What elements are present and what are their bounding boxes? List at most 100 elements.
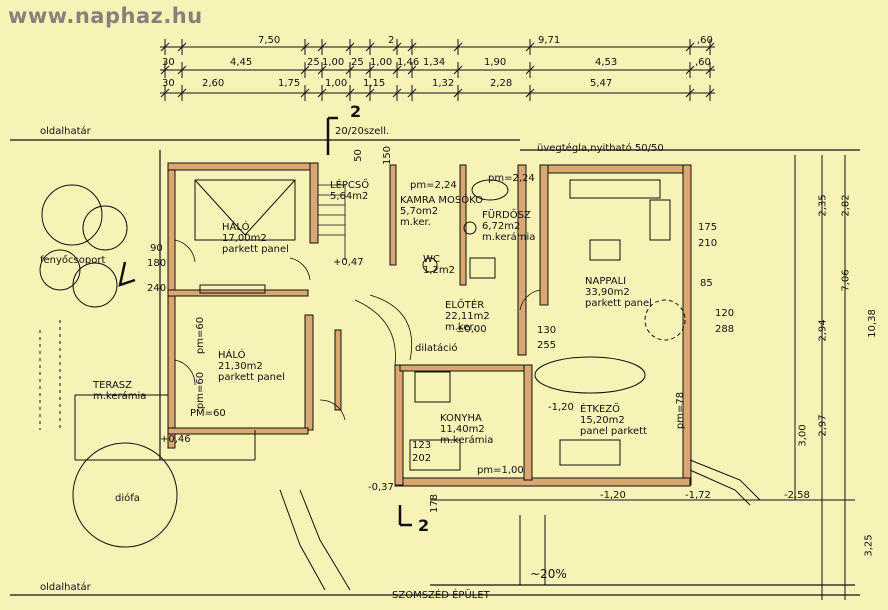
dim-row3-2: 2,60 — [202, 78, 225, 89]
room-terasz: TERASZ m.kerámia — [93, 380, 146, 402]
misc-22: 150 — [382, 145, 394, 166]
room-area: 5,64m2 — [330, 191, 369, 202]
dim-row2-1: 30 — [162, 57, 175, 68]
room-area: 1,2m2 — [423, 265, 456, 276]
label-oldalhatar-bottom: oldalhatár — [40, 582, 91, 593]
label-section-2-bottom: 2 — [418, 516, 430, 535]
misc-16: 180 — [147, 258, 167, 269]
dim-row2-6: 1,00 — [370, 57, 393, 68]
room-name: NAPPALI — [585, 276, 627, 287]
misc-9: 210 — [698, 238, 718, 249]
room-name: TERASZ — [93, 380, 133, 391]
dim-row3-4: 1,00 — [325, 78, 348, 89]
dim-row1-2: 2 — [388, 35, 395, 46]
label-dilatacio: dilatáció — [415, 343, 458, 354]
dim-row1-4: ,60 — [697, 35, 713, 46]
label-uvegfegla: üvegtégla,nyitható 50/50 — [537, 143, 664, 154]
dim-row3-8: 5,47 — [590, 78, 613, 89]
level-7: -1,20 — [600, 490, 626, 501]
dim-right-4: 2,94 — [817, 319, 829, 342]
terrace — [74, 394, 855, 591]
room-halo-1: HÁLÓ 17,00m2 parkett panel — [222, 222, 289, 255]
level-1: +0,47 — [333, 257, 364, 268]
label-slope: ~20% — [530, 567, 567, 581]
misc-17: 240 — [147, 283, 167, 294]
level-8: -1,20 — [548, 402, 574, 413]
label-fenyocsoport: fenyőcsoport — [40, 255, 106, 266]
level-6: -1,72 — [685, 490, 711, 501]
misc-15: 90 — [150, 243, 163, 254]
dim-row1-1: 7,50 — [258, 35, 281, 46]
dim-row1-3: 9,71 — [538, 35, 561, 46]
room-name: KAMRA MOSÓKO — [400, 195, 484, 206]
misc-14: 255 — [537, 340, 557, 351]
dim-row2-4: 1,00 — [322, 57, 345, 68]
doors — [174, 239, 541, 421]
dim-right-8: 3,25 — [863, 534, 875, 557]
room-wc: WC 1,2m2 — [423, 254, 455, 276]
dim-row2-9: 1,90 — [484, 57, 507, 68]
label-szomszed: SZOMSZÉD ÉPÜLET — [392, 590, 490, 601]
room-floor: m.kerámia — [482, 232, 536, 243]
room-area: 6,72m2 — [482, 221, 521, 232]
misc-13: 130 — [537, 325, 557, 336]
misc-18: 123 — [412, 440, 432, 451]
room-area: 11,40m2 — [440, 424, 485, 435]
dim-row2-8: 1,34 — [423, 57, 446, 68]
misc-4: pm=60 — [195, 316, 207, 355]
dim-right-1: 2,35 — [817, 194, 829, 217]
room-name: ÉTKEZŐ — [580, 404, 621, 415]
room-nappali: NAPPALI 33,90m2 parkett panel — [585, 276, 652, 309]
room-name: KONYHA — [440, 413, 482, 424]
room-area: 5,7om2 — [400, 206, 439, 217]
level-5: -2,58 — [784, 490, 810, 501]
dim-row2-11: ,60 — [695, 57, 711, 68]
misc-19: 202 — [412, 453, 432, 464]
watermark: www.naphaz.hu — [8, 4, 203, 28]
dim-row2-10: 4,53 — [595, 57, 618, 68]
dim-right-7: 10,38 — [866, 309, 878, 338]
room-floor: parkett panel — [218, 372, 285, 383]
dim-right-2: 2,82 — [840, 194, 852, 217]
label-diofa: dió​fa — [115, 493, 140, 504]
label-oldalhatar-top: oldalhatár — [40, 126, 91, 137]
dim-row3-6: 1,32 — [432, 78, 455, 89]
dim-right-5: 2,97 — [817, 414, 829, 437]
level-4: +0,46 — [160, 434, 191, 445]
dim-row2-2: 4,45 — [230, 57, 253, 68]
section-marks — [118, 116, 412, 527]
room-lepcso: LÉPCSŐ 5,64m2 — [330, 180, 369, 202]
room-floor: parkett panel — [585, 298, 652, 309]
misc-12: 85 — [700, 278, 713, 289]
level-3: -0,37 — [368, 482, 394, 493]
room-floor: m.kerámia — [93, 391, 147, 402]
misc-20: 178 — [429, 493, 441, 514]
room-konyha: KONYHA 11,40m2 m.kerámia — [440, 413, 493, 446]
dim-row3-5: 1,15 — [363, 78, 386, 89]
room-name: HÁLÓ — [222, 222, 250, 233]
room-area: 17,00m2 — [222, 233, 267, 244]
dim-row2-3: 25 — [307, 57, 320, 68]
room-etkezo: ÉTKEZŐ 15,20m2 panel parkett — [580, 404, 647, 437]
room-name: FÜRDŐSZ — [482, 210, 531, 221]
dim-row3-1: 30 — [162, 78, 175, 89]
misc-1: pm=2,24 — [410, 180, 457, 191]
room-floor: m.ker. — [400, 217, 431, 228]
room-name: WC — [423, 254, 440, 265]
misc-11: 288 — [715, 324, 735, 335]
level-2: ±0,00 — [456, 324, 487, 335]
room-floor: m.kerámia — [440, 435, 494, 446]
misc-3: pm=1,00 — [477, 465, 524, 476]
room-area: 22,11m2 — [445, 311, 490, 322]
furniture — [194, 179, 671, 471]
misc-5: pm=60 — [195, 371, 207, 410]
dim-row2-7: 1,46 — [397, 57, 420, 68]
room-furdo: FÜRDŐSZ 6,72m2 m.kerámia — [482, 210, 535, 243]
trees — [39, 184, 686, 548]
misc-8: 175 — [698, 222, 718, 233]
room-floor: panel parkett — [580, 426, 647, 437]
dim-row3-7: 2,28 — [490, 78, 513, 89]
misc-2: pm=2,24 — [488, 173, 535, 184]
dim-row2-5: 25 — [351, 57, 364, 68]
